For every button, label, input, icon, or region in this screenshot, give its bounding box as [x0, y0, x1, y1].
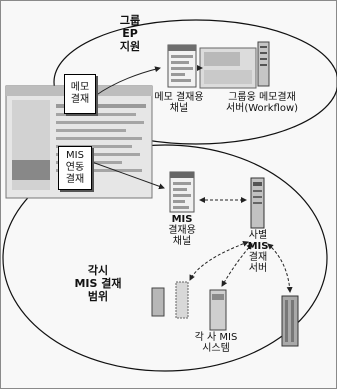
- mis-channel-label-line: 채널: [173, 236, 191, 247]
- group-server-image: [200, 42, 269, 88]
- mis-systems-label-line: 각 사 MIS: [195, 332, 238, 343]
- memo-approval-box-line: 결재: [71, 94, 89, 106]
- memo-approval-box: 메모 결재: [64, 74, 96, 114]
- group-server-label: 그룹웅 메모결재 서버(Workflow): [212, 92, 312, 114]
- memo-channel-label-line: 메모 결재용: [154, 92, 203, 103]
- mis-approval-box: MIS 연동 결재: [58, 146, 92, 190]
- group-ep-title: 그룹 EP 지원: [112, 14, 148, 53]
- mis-approval-box-line: 연동: [66, 162, 84, 174]
- mis-channel-label-line: 결재용: [168, 225, 196, 236]
- mis-scope-label-line: MIS 결재: [74, 277, 121, 290]
- company-server-label: 사별 MIS 결재 서버: [240, 230, 276, 274]
- mis-scope-label: 각시 MIS 결재 범위: [68, 264, 128, 303]
- group-server-label-line: 그룹웅 메모결재: [228, 92, 296, 103]
- group-ep-title-line: EP: [122, 27, 138, 40]
- mis-systems-label-line: 시스템: [202, 343, 230, 354]
- group-ep-title-line: 그룹: [120, 14, 140, 27]
- mis-approval-box-line: 결재: [66, 174, 84, 186]
- mis-approval-box-line: MIS: [66, 150, 84, 162]
- company-server-image: [251, 178, 264, 228]
- mis-channel-label: MIS 결재용 채널: [162, 214, 202, 247]
- mis-scope-label-line: 범위: [88, 290, 108, 303]
- mis-scope-label-line: 각시: [88, 264, 108, 277]
- memo-approval-box-line: 메모: [71, 82, 89, 94]
- mis-systems-label: 각 사 MIS 시스템: [184, 332, 248, 354]
- mis-channel-screenshot: [170, 172, 194, 212]
- memo-channel-screenshot: [168, 45, 196, 87]
- company-server-label-line: 사별: [249, 230, 267, 241]
- memo-channel-label-line: 채널: [170, 103, 188, 114]
- group-server-label-line: 서버(Workflow): [226, 103, 298, 114]
- company-server-label-line: MIS: [248, 241, 269, 252]
- group-ep-title-line: 지원: [120, 40, 140, 53]
- memo-channel-label: 메모 결재용 채널: [144, 92, 214, 114]
- company-server-label-line: 결재: [249, 252, 267, 263]
- mis-channel-label-line: MIS: [172, 214, 193, 225]
- company-server-label-line: 서버: [249, 263, 267, 274]
